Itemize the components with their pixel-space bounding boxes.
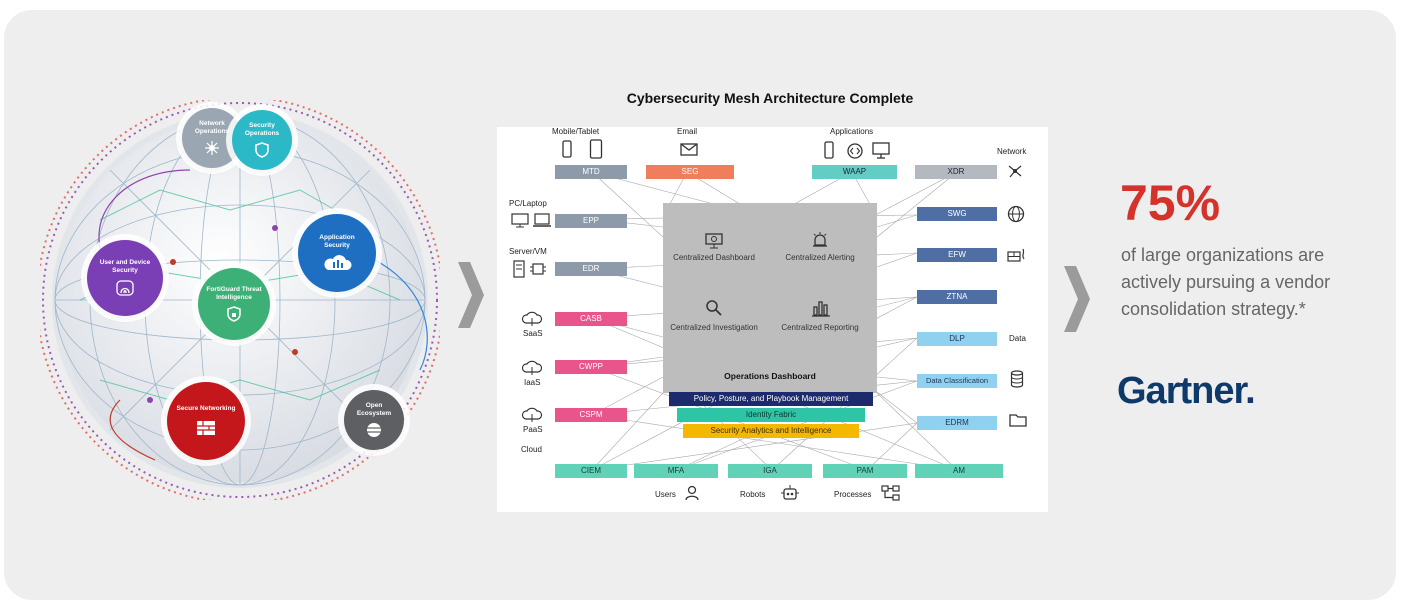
ztna-box: ZTNA [917,290,997,304]
mtd-box: MTD [555,165,627,179]
email-icon [680,143,698,156]
network-label: Network [997,147,1027,156]
centralized-alerting-label: Centralized Alerting [785,253,855,262]
identity-fabric-bar: Identity Fabric [677,408,865,422]
mfa-box: MFA [634,464,718,478]
edrm-box: EDRM [917,416,997,430]
gartner-logo: Gartner. [1117,370,1256,413]
email-label: Email [677,127,698,136]
globe-icon [1007,205,1025,223]
mobile-tablet-label: Mobile/Tablet [552,127,600,136]
gartner-wordmark: Gartner [1117,370,1246,412]
application-security-bubble: Application Security [298,214,376,292]
data-classification-box: Data Classification [917,374,997,388]
paas-cloud-icon [521,407,543,422]
diagram-title: Cybersecurity Mesh Architecture Complete [626,90,914,106]
cspm-box: CSPM [555,408,627,422]
cwpp-box: CWPP [555,360,627,374]
iaas-cloud-icon [521,360,543,375]
search-icon [706,300,722,316]
chevron-right-icon [458,262,484,328]
am-box: AM [915,464,1003,478]
firewall-icon [197,421,215,435]
server-vm-label: Server/VM [509,247,547,256]
xdr-box: XDR [915,165,997,179]
ciem-box: CIEM [555,464,627,478]
casb-box: CASB [555,312,627,326]
centralized-dashboard-label: Centralized Dashboard [673,253,755,262]
user-device-security-bubble: User and Device Security [87,240,163,316]
network-icon [205,141,219,155]
bar-chart-icon [812,301,830,317]
chevron-right-icon [1064,266,1090,332]
waap-box: WAAP [812,165,897,179]
security-fabric-sphere: Network Operations Security Operations A… [36,96,444,504]
laptop-icon [533,213,551,227]
processes-label: Processes [834,490,872,499]
cloud-app-icon [324,255,352,270]
epp-box: EPP [555,214,627,228]
fortiguard-bubble: FortiGuard Threat Intelligence [198,268,270,340]
folder-icon [1009,414,1027,427]
firewall-icon [1007,248,1025,262]
pc-laptop-label: PC/Laptop [509,199,547,208]
desktop-icon [511,213,529,228]
code-icon [847,143,863,159]
mesh-architecture-diagram: Mobile/Tablet Email Applications Network… [497,127,1048,512]
fingerprint-icon [116,280,134,296]
stat-percent: 75% [1120,175,1221,231]
applications-label: Applications [830,127,874,136]
saas-cloud-icon [521,311,543,326]
security-operations-label: Security Operations [244,122,280,137]
secure-networking-bubble: Secure Networking [167,382,245,460]
centralized-reporting-label: Centralized Reporting [781,323,859,332]
seg-box: SEG [646,165,734,179]
robot-icon [781,485,799,500]
centralized-investigation-label: Centralized Investigation [670,323,758,332]
open-ecosystem-bubble: Open Ecosystem [344,390,404,450]
network-operations-label: Network Operations [194,120,230,135]
alert-icon [813,232,827,247]
robots-label: Robots [740,490,766,499]
swg-box: SWG [917,207,997,221]
network-node-icon [1008,165,1022,178]
paas-label: PaaS [523,425,543,434]
vm-chip-icon [530,263,546,275]
tablet-icon [589,139,603,159]
users-label: Users [655,490,676,499]
open-ecosystem-label: Open Ecosystem [356,402,392,417]
secure-networking-label: Secure Networking [176,405,236,412]
edr-box: EDR [555,262,627,276]
operations-dashboard-panel: Centralized Dashboard Centralized Alerti… [663,203,877,393]
efw-box: EFW [917,248,997,262]
application-security-label: Application Security [319,234,355,249]
operations-dashboard-title: Operations Dashboard [724,371,816,381]
mobile-app-icon [824,141,834,159]
data-label: Data [1009,334,1026,343]
process-flow-icon [881,485,900,501]
pam-box: PAM [823,464,907,478]
iga-box: IGA [728,464,812,478]
ecosystem-icon [367,423,381,437]
user-device-security-label: User and Device Security [99,259,151,274]
stat-caption: of large organizations are actively purs… [1121,245,1331,319]
security-analytics-bar: Security Analytics and Intelligence [683,424,859,438]
dashboard-icon [705,233,723,249]
iaas-label: IaaS [524,378,541,387]
phone-icon [562,140,572,158]
cloud-label: Cloud [521,445,542,454]
dlp-box: DLP [917,332,997,346]
shield-icon [255,142,269,158]
user-icon [685,485,699,501]
server-icon [513,260,525,278]
shield-lock-icon [227,306,241,322]
fortiguard-label: FortiGuard Threat Intelligence [206,286,262,301]
gartner-dot: . [1245,370,1256,412]
monitor-app-icon [872,142,890,159]
saas-label: SaaS [523,329,543,338]
policy-posture-bar: Policy, Posture, and Playbook Management [669,392,873,406]
security-operations-bubble: Security Operations [232,110,292,170]
database-icon [1010,370,1024,388]
